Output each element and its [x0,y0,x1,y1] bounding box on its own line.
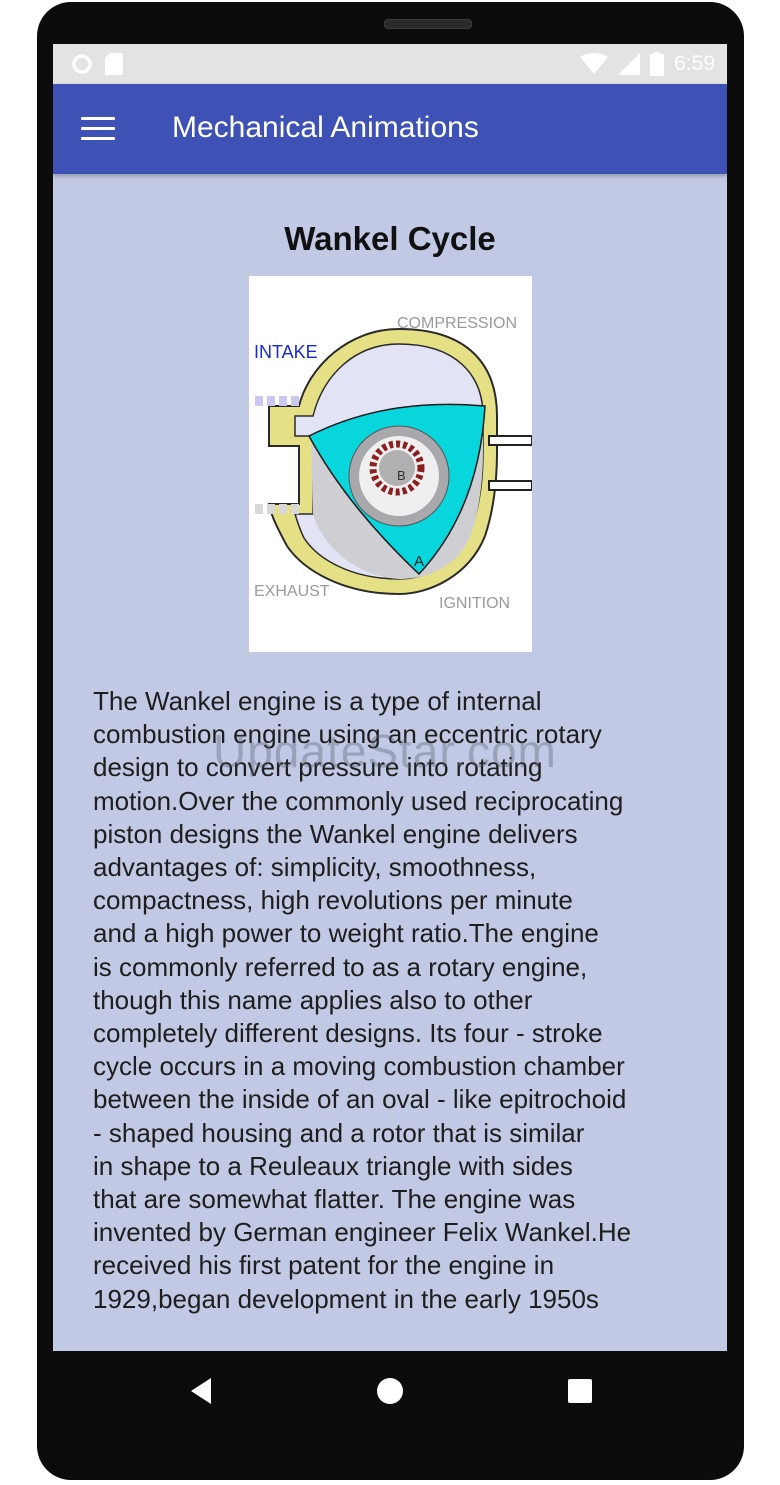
signal-icon [618,53,641,75]
speaker-grille [384,19,472,29]
wifi-icon [580,53,609,74]
circle-icon [72,54,92,74]
label-ignition: IGNITION [439,595,510,612]
wankel-diagram: INTAKE COMPRESSION EXHAUST IGNITION A B [249,276,533,652]
navigation-bar [53,1351,727,1431]
description-text: The Wankel engine is a type of internal … [93,686,632,1314]
page-title: Wankel Cycle [284,220,496,257]
battery-icon [650,52,665,76]
label-point-b: B [397,468,406,483]
recents-icon[interactable] [565,1376,595,1406]
menu-button[interactable] [81,117,115,141]
label-compression: COMPRESSION [397,315,517,332]
home-icon[interactable] [375,1376,405,1406]
menu-icon [81,117,115,120]
back-icon[interactable] [187,1376,217,1406]
status-time: 6:59 [674,52,715,75]
screen: 6:59 Mechanical Animations Wankel Cycle [53,44,727,1351]
status-bar: 6:59 [53,44,727,84]
app-bar: Mechanical Animations [53,84,727,174]
wankel-engine-illustration: INTAKE COMPRESSION EXHAUST IGNITION A B [254,315,533,612]
label-point-a: A [414,553,424,570]
label-intake: INTAKE [254,342,318,362]
label-exhaust: EXHAUST [254,583,330,600]
sd-card-icon [105,53,123,75]
app-title: Mechanical Animations [172,111,479,144]
